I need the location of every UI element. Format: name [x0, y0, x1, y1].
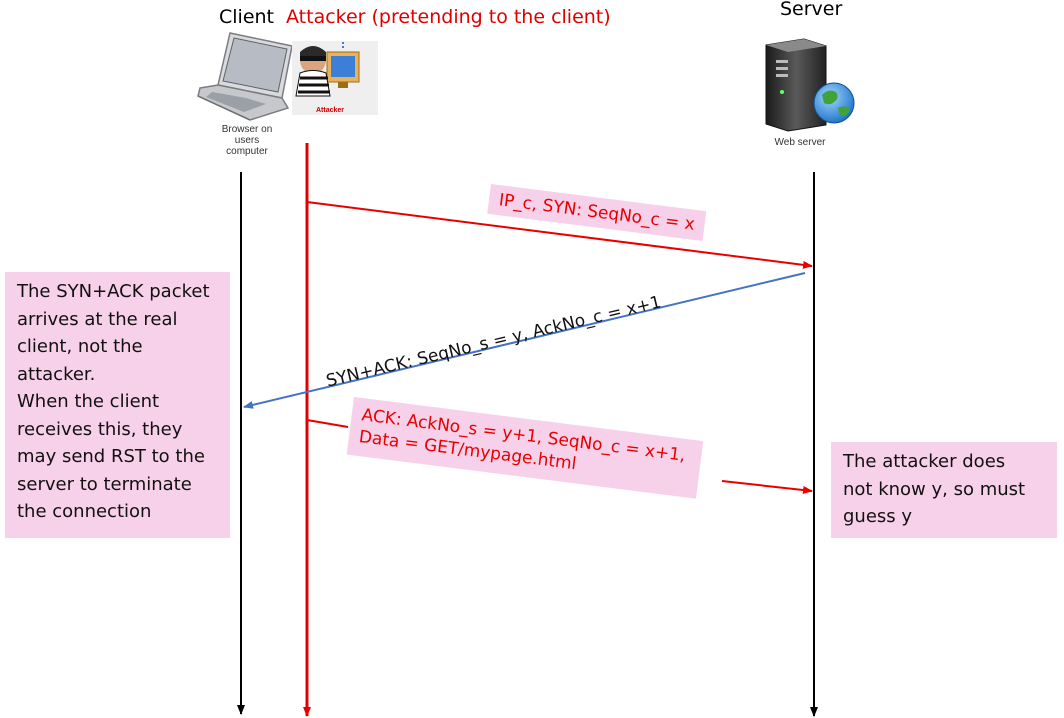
left-note-line-3: client, not the: [17, 336, 143, 357]
synack-arrow: [243, 272, 806, 409]
server-caption: Web server: [774, 137, 826, 148]
left-note-line-4: attacker.: [17, 363, 96, 385]
web-server-icon: [765, 38, 855, 132]
left-note-line-6: receives this, they: [17, 418, 183, 440]
right-note-line-2: not know y, so must: [843, 478, 1026, 500]
right-note-line-1: The attacker does: [843, 451, 1006, 472]
left-note-line-5: When the client: [17, 391, 160, 412]
attacker-icon: Attacker: [292, 41, 378, 115]
left-note-line-7: may send RST to the: [17, 446, 205, 467]
attacker-badge: Attacker: [316, 107, 344, 114]
left-note-line-9: the connection: [17, 501, 152, 522]
client-caption-line-2: users: [234, 135, 260, 146]
left-note-line-8: server to terminate: [17, 473, 192, 495]
left-note: The SYN+ACK packet arrives at the real c…: [5, 272, 230, 538]
right-note: The attacker does not know y, so must gu…: [831, 442, 1057, 538]
laptop-icon: [197, 32, 293, 121]
left-note-line-2: arrives at the real: [17, 308, 178, 330]
right-note-line-3: guess y: [843, 506, 913, 527]
left-note-line-1: The SYN+ACK packet: [17, 281, 210, 302]
client-caption: Browser on users computer: [207, 124, 287, 157]
client-caption-line-3: computer: [226, 146, 268, 157]
ack-arrow-tail: [721, 480, 813, 494]
server-title: Server: [780, 0, 843, 20]
client-title: Client: [219, 6, 275, 28]
attacker-title: Attacker (pretending to the client): [286, 6, 611, 28]
ack-arrow: [306, 419, 349, 428]
syn-arrow: [306, 201, 813, 269]
client-caption-line-1: Browser on: [221, 124, 273, 135]
